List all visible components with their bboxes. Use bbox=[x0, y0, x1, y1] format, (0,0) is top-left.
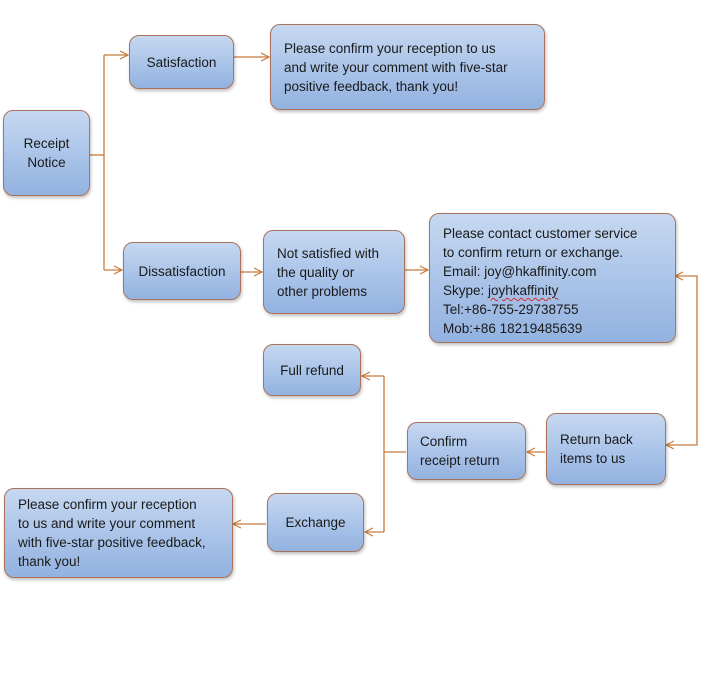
full-refund-label: Full refund bbox=[280, 362, 344, 378]
dissatisfaction-node: Dissatisfaction bbox=[123, 242, 241, 300]
confirm-receipt-return-text: Confirm receipt return bbox=[420, 434, 500, 468]
satisfaction-label: Satisfaction bbox=[146, 54, 217, 70]
exchange-message-text: Please confirm your reception to us and … bbox=[18, 497, 206, 569]
return-back-text: Return back items to us bbox=[560, 432, 633, 466]
exchange-label: Exchange bbox=[285, 515, 346, 530]
receipt-notice-node: Receipt Notice bbox=[3, 110, 90, 196]
contact-line-2: to confirm return or exchange. bbox=[443, 245, 624, 260]
satisfaction-message-node: Please confirm your reception to us and … bbox=[270, 24, 545, 110]
dissatisfaction-label: Dissatisfaction bbox=[138, 263, 226, 279]
contact-email: Email: joy@hkaffinity.com bbox=[443, 264, 597, 279]
exchange-message-node: Please confirm your reception to us and … bbox=[4, 488, 233, 578]
return-back-node: Return back items to us bbox=[546, 413, 666, 485]
confirm-receipt-return-node: Confirm receipt return bbox=[407, 422, 526, 480]
contact-mob: Mob:+86 18219485639 bbox=[443, 321, 583, 336]
receipt-notice-label: Receipt Notice bbox=[23, 136, 70, 170]
not-satisfied-node: Not satisfied with the quality or other … bbox=[263, 230, 405, 314]
satisfaction-node: Satisfaction bbox=[129, 35, 234, 89]
not-satisfied-text: Not satisfied with the quality or other … bbox=[277, 245, 380, 299]
exchange-node: Exchange bbox=[267, 493, 364, 552]
connector-contact-to-return bbox=[666, 275, 698, 446]
contact-line-1: Please contact customer service bbox=[443, 226, 638, 241]
contact-skype: Skype: joyhkaffinity bbox=[443, 281, 665, 300]
satisfaction-message-text: Please confirm your reception to us and … bbox=[284, 40, 508, 94]
contact-skype-prefix: Skype: bbox=[443, 283, 489, 298]
contact-skype-id: joyhkaffinity bbox=[488, 283, 559, 298]
contact-tel: Tel:+86-755-29738755 bbox=[443, 302, 579, 317]
full-refund-node: Full refund bbox=[263, 344, 361, 396]
contact-service-node: Please contact customer service to confi… bbox=[429, 213, 676, 343]
